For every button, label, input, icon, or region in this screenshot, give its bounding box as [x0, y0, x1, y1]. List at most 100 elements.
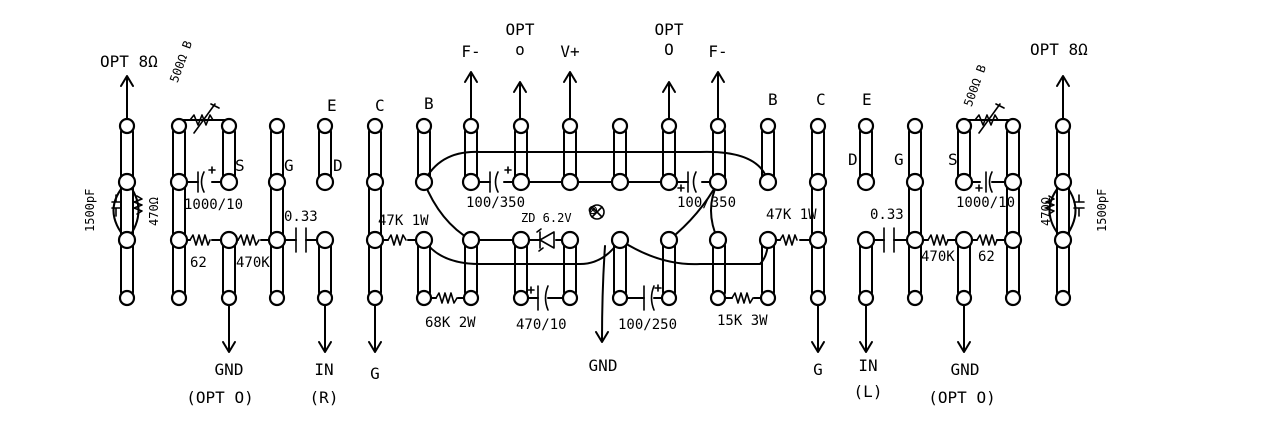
- label-470-left: 470Ω: [147, 197, 161, 226]
- label-opt8-right: OPT 8Ω: [1030, 40, 1088, 59]
- label-in-r-sub: (R): [309, 388, 339, 407]
- res-15k-symbol: [731, 292, 754, 304]
- arrow-gnd-right: [957, 303, 971, 353]
- solder-lug: [366, 289, 384, 307]
- solder-lug: [315, 172, 335, 192]
- solder-lug: [955, 117, 973, 135]
- pin-s-left: S: [235, 156, 245, 175]
- strip-left-1: [120, 125, 134, 299]
- solder-lug: [462, 117, 480, 135]
- solder-lug: [1054, 117, 1072, 135]
- solder-lug: [660, 289, 678, 307]
- label-f-minus-left: F-: [461, 42, 481, 61]
- pin-c-left: C: [375, 96, 385, 115]
- solder-lug: [1053, 230, 1073, 250]
- solder-lug: [461, 172, 481, 192]
- solder-lug: [611, 289, 629, 307]
- arrow-opt8-left: [120, 75, 134, 121]
- solder-lug: [1004, 117, 1022, 135]
- label-opt-a-bottom: o: [515, 40, 525, 59]
- arrow-in-l: [859, 303, 873, 353]
- label-1500pf-left: 1500pF: [83, 188, 97, 232]
- rail-top: [423, 150, 769, 183]
- cap-470-10-symbol: [537, 285, 549, 311]
- pot-left-arrow: [193, 103, 220, 134]
- label-gnd-right: GND: [950, 360, 980, 379]
- label-15k: 15K 3W: [717, 313, 768, 329]
- res-62-right-symbol: [976, 234, 998, 246]
- solder-lug: [220, 117, 238, 135]
- solder-lug: [414, 172, 434, 192]
- label-1000-10-right: 1000/10: [956, 195, 1016, 211]
- res-470k-right-symbol: [927, 234, 949, 246]
- label-gnd-left-sub: (OPT O): [186, 388, 254, 407]
- label-100-250: 100/250: [618, 317, 678, 333]
- label-100-350-right: 100/350: [677, 195, 737, 211]
- zener-symbol: [536, 228, 555, 252]
- solder-lug: [511, 172, 531, 192]
- strip-right-3: [908, 125, 922, 299]
- solder-lug: [709, 289, 727, 307]
- solder-lug: [905, 230, 925, 250]
- solder-lug: [1054, 289, 1072, 307]
- arrow-f-minus-left: [464, 71, 478, 121]
- solder-lug: [560, 230, 580, 250]
- solder-lug: [1003, 230, 1023, 250]
- solder-lugs: [117, 117, 1073, 307]
- solder-lug: [709, 117, 727, 135]
- solder-lug: [170, 289, 188, 307]
- solder-lug: [461, 230, 481, 250]
- solder-lug: [117, 230, 137, 250]
- label-opt8-left: OPT 8Ω: [100, 52, 158, 71]
- solder-lug: [118, 289, 136, 307]
- arrow-opt-o-b: [662, 81, 676, 121]
- label-47k-right: 47K 1W: [766, 207, 817, 223]
- label-470k-right: 470K: [921, 249, 955, 265]
- pin-s-right: S: [948, 150, 958, 169]
- label-47k-left: 47K 1W: [378, 213, 429, 229]
- solder-lug: [365, 230, 385, 250]
- pin-b-left: B: [424, 94, 434, 113]
- arrow-g-right: [811, 303, 825, 353]
- rail-diag-left: [423, 181, 472, 241]
- solder-lug: [267, 230, 287, 250]
- solder-lug: [708, 172, 728, 192]
- strip-right-5: [1006, 125, 1020, 299]
- solder-lug: [955, 289, 973, 307]
- solder-lug: [512, 289, 530, 307]
- label-gnd-right-sub: (OPT O): [928, 388, 996, 407]
- label-470-right: 470Ω: [1039, 197, 1053, 226]
- arrow-opt-o-a: [513, 81, 527, 121]
- solder-lug: [856, 230, 876, 250]
- strip-left-4: [270, 125, 284, 299]
- cap-100-350-left-plus: [504, 166, 512, 174]
- solder-lug: [954, 230, 974, 250]
- solder-lug: [610, 230, 630, 250]
- solder-lug: [659, 230, 679, 250]
- solder-lug: [169, 172, 189, 192]
- solder-lug: [316, 289, 334, 307]
- pot-right-zigzag: [974, 114, 999, 126]
- solder-lug: [809, 117, 827, 135]
- cap-1500-left-symbol: [111, 194, 121, 217]
- solder-lug: [906, 289, 924, 307]
- label-in-l: IN: [858, 356, 878, 375]
- strip-left-6: [368, 125, 382, 299]
- solder-lug: [366, 117, 384, 135]
- label-62-right: 62: [978, 249, 995, 265]
- wires: [111, 71, 1085, 353]
- cap-100-350-right-plus: [677, 184, 685, 192]
- solder-lug: [905, 172, 925, 192]
- label-1500pf-right: 1500pF: [1095, 188, 1109, 232]
- solder-lug: [857, 117, 875, 135]
- arrow-opt8-right: [1056, 75, 1070, 121]
- solder-lug: [759, 117, 777, 135]
- arrow-gnd-center: [595, 245, 609, 343]
- label-opt-b-top: OPT: [654, 20, 684, 39]
- arrow-gnd-left: [222, 303, 236, 353]
- solder-lug: [512, 117, 530, 135]
- solder-lug: [219, 172, 239, 192]
- pot-right-arrow: [978, 103, 1005, 134]
